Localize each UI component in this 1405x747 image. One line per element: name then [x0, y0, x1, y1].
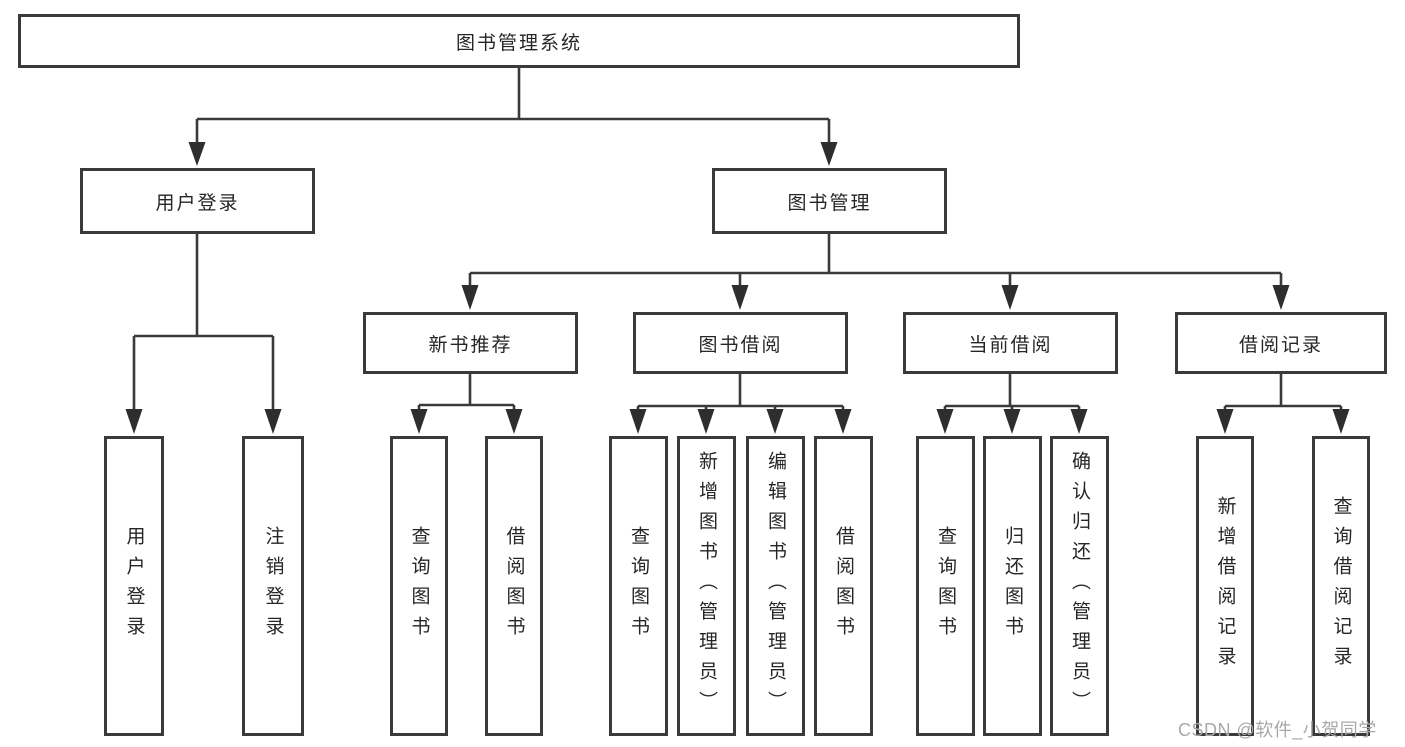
- leaf-label: 用户登录: [123, 526, 145, 646]
- node-book-borrowing: 图书借阅: [633, 312, 848, 374]
- node-new-book-recommend: 新书推荐: [363, 312, 578, 374]
- leaf-edit-books-admin: 编辑图书（管理员）: [746, 436, 805, 736]
- leaf-label: 新增借阅记录: [1214, 496, 1236, 676]
- node-label: 新书推荐: [428, 334, 513, 356]
- leaf-logout: 注销登录: [242, 436, 304, 736]
- csdn-watermark: CSDN @软件_小贺同学: [1178, 720, 1377, 740]
- leaf-label: 借阅图书: [833, 526, 854, 646]
- node-borrowing-records: 借阅记录: [1175, 312, 1387, 374]
- leaf-user-login: 用户登录: [104, 436, 164, 736]
- leaf-label: 确认归还（管理员）: [1069, 451, 1090, 721]
- node-library-management-system: 图书管理系统: [18, 14, 1020, 68]
- node-book-management: 图书管理: [712, 168, 947, 234]
- arrowhead-icons: [125, 142, 1350, 434]
- leaf-query-books-recommend: 查询图书: [390, 436, 448, 736]
- leaf-query-books-current: 查询图书: [916, 436, 975, 736]
- leaf-label: 归还图书: [1002, 526, 1023, 646]
- node-user-login: 用户登录: [80, 168, 315, 234]
- leaf-label: 查询图书: [628, 526, 649, 646]
- node-label: 图书管理: [787, 192, 872, 214]
- node-label: 图书借阅: [698, 334, 783, 356]
- leaf-borrow-books-recommend: 借阅图书: [485, 436, 543, 736]
- leaf-label: 查询借阅记录: [1330, 496, 1352, 676]
- leaf-add-borrow-record: 新增借阅记录: [1196, 436, 1254, 736]
- node-label: 借阅记录: [1238, 334, 1323, 356]
- leaf-label: 查询图书: [408, 526, 430, 646]
- leaf-label: 查询图书: [935, 526, 956, 646]
- leaf-borrow-books: 借阅图书: [814, 436, 873, 736]
- node-label: 当前借阅: [968, 334, 1053, 356]
- leaf-query-books-borrow: 查询图书: [609, 436, 668, 736]
- node-label: 用户登录: [155, 192, 240, 214]
- leaf-label: 借阅图书: [503, 526, 525, 646]
- leaf-add-books-admin: 新增图书（管理员）: [677, 436, 736, 736]
- leaf-label: 注销登录: [262, 526, 284, 646]
- leaf-query-borrow-record: 查询借阅记录: [1312, 436, 1370, 736]
- leaf-return-books: 归还图书: [983, 436, 1042, 736]
- node-current-borrowing: 当前借阅: [903, 312, 1118, 374]
- node-label: 图书管理系统: [455, 32, 582, 54]
- leaf-confirm-return-admin: 确认归还（管理员）: [1050, 436, 1109, 736]
- leaf-label: 新增图书（管理员）: [696, 451, 717, 721]
- leaf-label: 编辑图书（管理员）: [765, 451, 786, 721]
